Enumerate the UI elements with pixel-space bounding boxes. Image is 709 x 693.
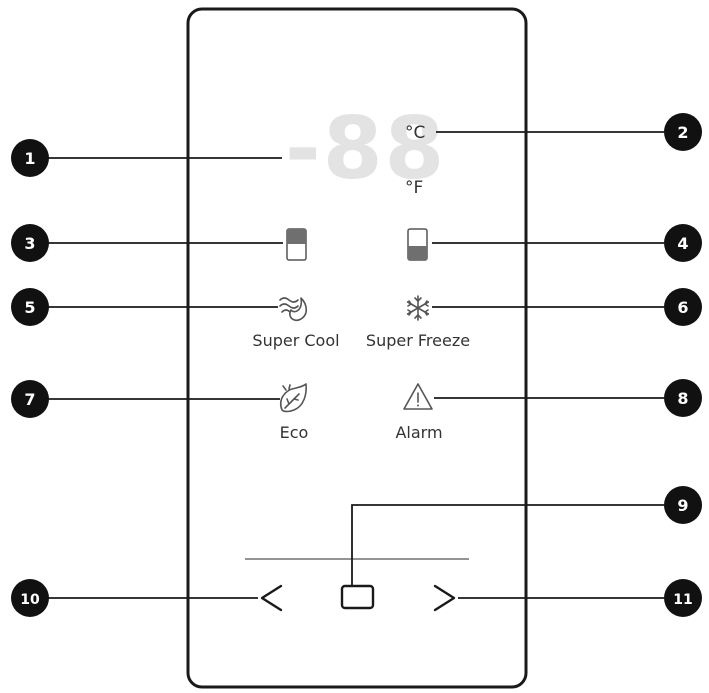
- temperature-display: -88: [285, 99, 446, 199]
- super-cool-label: Super Cool: [252, 331, 339, 350]
- callout-badge-11: 11: [664, 579, 702, 617]
- callout-badge-7: 7: [11, 380, 49, 418]
- leader-line-9: [351, 504, 664, 586]
- svg-text:8: 8: [677, 389, 688, 408]
- svg-text:10: 10: [20, 592, 40, 608]
- alarm-label: Alarm: [395, 423, 442, 442]
- leaf-icon: [280, 383, 307, 413]
- unit-fahrenheit-label: °F: [405, 178, 423, 198]
- svg-text:1: 1: [24, 149, 35, 168]
- callout-badge-1: 1: [11, 139, 49, 177]
- callout-badge-9: 9: [664, 486, 702, 524]
- display-digits: -88: [285, 99, 446, 199]
- fridge-upper-compartment-icon: [286, 228, 307, 261]
- select-button-icon[interactable]: [340, 584, 375, 610]
- panel-outline: [186, 7, 528, 689]
- chevron-left-icon[interactable]: [260, 584, 283, 612]
- callout-badge-3: 3: [11, 224, 49, 262]
- super-freeze-label: Super Freeze: [366, 331, 470, 350]
- snowflake-icon: [406, 295, 430, 321]
- warning-triangle-icon: [403, 383, 433, 410]
- chevron-right-icon[interactable]: [433, 584, 456, 612]
- svg-text:9: 9: [677, 496, 688, 515]
- freezer-lower-compartment-icon: [407, 228, 428, 261]
- unit-celsius-label: °C: [405, 123, 425, 143]
- leader-lines: [48, 131, 664, 599]
- svg-text:4: 4: [677, 234, 688, 253]
- callout-badge-10: 10: [11, 579, 49, 617]
- eco-label: Eco: [280, 423, 309, 442]
- svg-text:11: 11: [673, 592, 692, 608]
- callout-badge-2: 2: [664, 113, 702, 151]
- svg-text:3: 3: [24, 234, 35, 253]
- svg-text:2: 2: [677, 123, 688, 142]
- callout-badge-5: 5: [11, 288, 49, 326]
- callout-badge-6: 6: [664, 288, 702, 326]
- super-cool-icon: [279, 297, 308, 322]
- callout-badge-4: 4: [664, 224, 702, 262]
- svg-text:7: 7: [24, 390, 35, 409]
- svg-text:5: 5: [24, 298, 35, 317]
- svg-text:6: 6: [677, 298, 688, 317]
- callout-badge-8: 8: [664, 379, 702, 417]
